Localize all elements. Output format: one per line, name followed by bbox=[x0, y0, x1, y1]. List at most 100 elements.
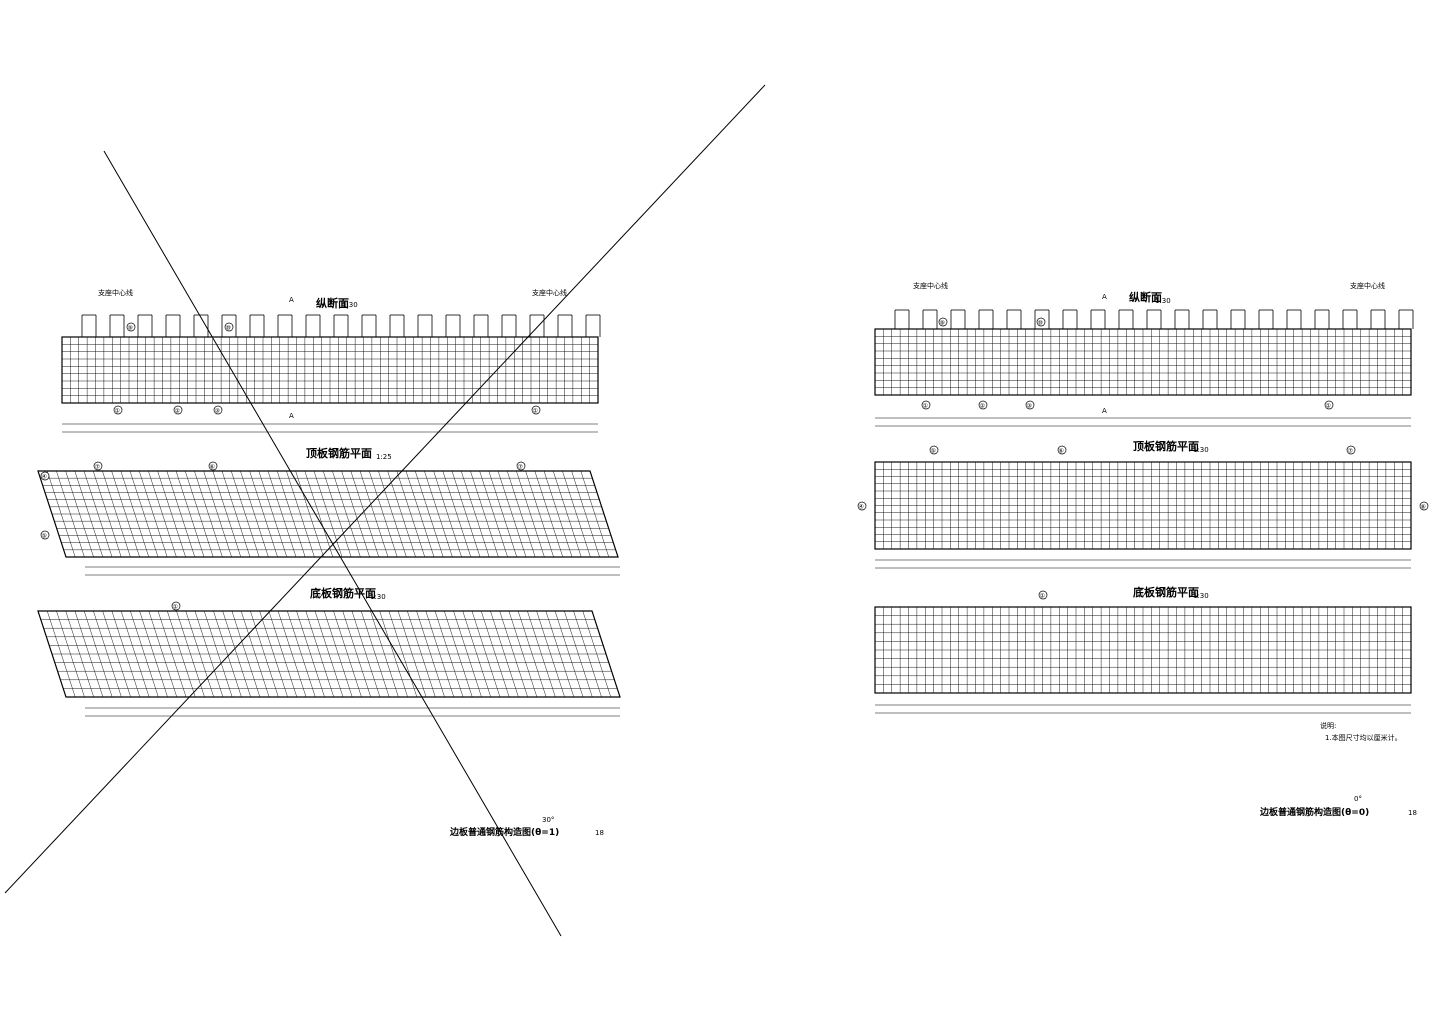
left-sheet: 纵断面 1:30 支座中心线 支座中心线 A A 顶板钢筋平面 1:25 底板钢… bbox=[37, 288, 621, 838]
right-bottom-rebar-grid bbox=[874, 606, 1412, 694]
left-longitudinal-section: 纵断面 1:30 支座中心线 支座中心线 A A bbox=[61, 288, 601, 433]
left-bottom-plan-title: 底板钢筋平面 bbox=[310, 586, 376, 600]
callout-circle bbox=[40, 471, 50, 481]
left-top-plan-scale: 1:25 bbox=[376, 453, 392, 461]
callout-number: ⑥ bbox=[1059, 448, 1064, 455]
callout-circle bbox=[929, 445, 939, 455]
right-note-1: 1.本图尺寸均以厘米计。 bbox=[1325, 733, 1402, 742]
left-top-plan-title: 顶板钢筋平面 bbox=[306, 446, 372, 460]
callout-number: ④ bbox=[859, 504, 864, 511]
left-top-plan-outline bbox=[37, 470, 619, 558]
right-bottom-plan-scale: 1:30 bbox=[1193, 592, 1209, 600]
callout-number: ① bbox=[923, 403, 928, 410]
right-angle-label: 0° bbox=[1354, 795, 1362, 803]
left-bottom-rebar-grid bbox=[37, 610, 621, 698]
callout-circle bbox=[173, 405, 183, 415]
left-bottom-plan-scale: 1:30 bbox=[370, 593, 386, 601]
callout-circle bbox=[1057, 445, 1067, 455]
callout-number: ⑧ bbox=[1421, 504, 1426, 511]
callout-circle bbox=[1025, 400, 1035, 410]
right-drawing-title: 边板普通钢筋构造图(θ=0) bbox=[1259, 806, 1369, 818]
callout-circle bbox=[531, 405, 541, 415]
right-support-label-r: 支座中心线 bbox=[1350, 281, 1385, 290]
callout-circle bbox=[978, 400, 988, 410]
right-top-plan: 顶板钢筋平面 1:30 bbox=[874, 439, 1412, 569]
callout-number: ① bbox=[533, 408, 538, 415]
callout-number: ③ bbox=[215, 408, 220, 415]
right-top-plan-outline bbox=[874, 461, 1412, 550]
callout-number: ② bbox=[175, 408, 181, 415]
right-bottom-plan: 底板钢筋平面 1:30 bbox=[874, 585, 1412, 714]
left-section-scale: 1:30 bbox=[342, 301, 358, 309]
callout-circle bbox=[208, 461, 218, 471]
left-section-title: 纵断面 bbox=[316, 296, 349, 310]
left-section-mark-bottom: A bbox=[289, 412, 294, 420]
right-section-rebar-grid bbox=[874, 328, 1412, 396]
right-support-label-l: 支座中心线 bbox=[913, 281, 948, 290]
left-section-mark-top: A bbox=[289, 296, 294, 304]
callout-circle bbox=[40, 530, 50, 540]
cross-line-1 bbox=[103, 150, 562, 937]
callout-circle bbox=[213, 405, 223, 415]
right-bottom-plan-title: 底板钢筋平面 bbox=[1133, 585, 1199, 599]
callout-circle bbox=[1324, 400, 1334, 410]
left-top-plan: 顶板钢筋平面 1:25 bbox=[37, 446, 620, 576]
right-notes-heading: 说明: bbox=[1320, 721, 1336, 730]
right-sheet-number: 18 bbox=[1408, 809, 1417, 817]
right-section-mark-top: A bbox=[1102, 293, 1107, 301]
callout-circle bbox=[113, 405, 123, 415]
right-section-outline bbox=[874, 328, 1412, 396]
right-top-rebar-grid bbox=[874, 461, 1412, 550]
callout-number: ① bbox=[115, 408, 120, 415]
left-section-shear-connectors bbox=[81, 314, 601, 337]
callout-number: ⑤ bbox=[42, 533, 47, 540]
left-bottom-plan-outline bbox=[37, 610, 621, 698]
left-sheet-number: 18 bbox=[595, 829, 604, 837]
callout-circle bbox=[1346, 445, 1356, 455]
callout-circle bbox=[126, 322, 136, 332]
callout-number: ⑩ bbox=[226, 325, 231, 332]
right-section-title: 纵断面 bbox=[1129, 290, 1162, 304]
callout-number: ① bbox=[1040, 593, 1045, 600]
callout-number: ⑥ bbox=[210, 464, 215, 471]
callout-circle bbox=[93, 461, 103, 471]
left-drawing-title: 边板普通钢筋构造图(θ=1) bbox=[449, 826, 559, 838]
callout-circle bbox=[1038, 590, 1048, 600]
callout-number: ⑦ bbox=[518, 464, 524, 471]
right-top-plan-scale: 1:30 bbox=[1193, 446, 1209, 454]
left-section-outline bbox=[61, 336, 599, 404]
callout-number: ⑩ bbox=[1038, 320, 1043, 327]
right-section-shear-connectors bbox=[894, 309, 1414, 329]
callout-number: ⑦ bbox=[1348, 448, 1354, 455]
callout-circle bbox=[171, 601, 181, 611]
callout-number: ⑨ bbox=[940, 320, 945, 327]
callout-circle bbox=[857, 501, 867, 511]
callout-circle bbox=[224, 322, 234, 332]
callout-number: ① bbox=[1326, 403, 1331, 410]
left-support-label-r: 支座中心线 bbox=[532, 288, 567, 297]
callout-circle bbox=[938, 317, 948, 327]
right-section-mark-bottom: A bbox=[1102, 407, 1107, 415]
right-top-plan-title: 顶板钢筋平面 bbox=[1133, 439, 1199, 453]
callout-number: ⑨ bbox=[128, 325, 133, 332]
left-section-rebar-grid bbox=[61, 336, 599, 404]
left-angle-label: 30° bbox=[542, 816, 554, 824]
callout-number: ⑤ bbox=[931, 448, 936, 455]
left-bottom-plan: 底板钢筋平面 1:30 bbox=[37, 586, 621, 717]
right-longitudinal-section: 纵断面 1:30 支座中心线 支座中心线 A A bbox=[874, 281, 1414, 427]
right-section-scale: 1:30 bbox=[1155, 297, 1171, 305]
left-top-rebar-grid bbox=[37, 470, 619, 558]
callout-number: ④ bbox=[42, 474, 47, 481]
right-bottom-plan-outline bbox=[874, 606, 1412, 694]
callout-number: ⑦ bbox=[95, 464, 101, 471]
right-sheet: 纵断面 1:30 支座中心线 支座中心线 A A 顶板钢筋平面 1:30 底板钢… bbox=[874, 281, 1417, 818]
left-support-label-l: 支座中心线 bbox=[98, 288, 133, 297]
callout-number: ③ bbox=[1027, 403, 1032, 410]
callout-circle bbox=[516, 461, 526, 471]
callout-circle bbox=[921, 400, 931, 410]
callout-circle bbox=[1036, 317, 1046, 327]
callout-number: ② bbox=[980, 403, 986, 410]
callout-circle bbox=[1419, 501, 1429, 511]
